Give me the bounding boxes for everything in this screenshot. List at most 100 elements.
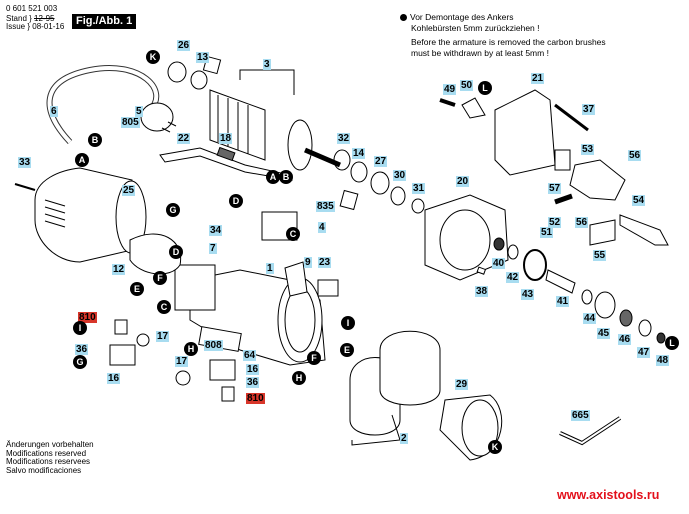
bearing-14	[350, 161, 368, 183]
gear-43	[523, 249, 547, 281]
plug	[140, 102, 177, 133]
shaft-41	[545, 269, 576, 294]
brush-holder-12	[129, 233, 182, 275]
part-label-64: 64	[243, 350, 257, 361]
bearing-13	[190, 70, 208, 90]
ref-marker-a: A	[75, 153, 89, 167]
part-label-16: 16	[107, 373, 121, 384]
part-label-2: 2	[400, 433, 408, 444]
part-label-3: 3	[263, 59, 271, 70]
part-label-49: 49	[443, 84, 457, 95]
ref-marker-g: G	[166, 203, 180, 217]
part-label-665: 665	[571, 410, 590, 421]
part-label-835: 835	[316, 201, 335, 212]
part-label-50: 50	[460, 80, 474, 91]
part-label-18: 18	[219, 133, 233, 144]
ref-marker-f: F	[153, 271, 167, 285]
part-label-23: 23	[318, 257, 332, 268]
ref-marker-l: L	[478, 81, 492, 95]
part-label-36: 36	[75, 344, 89, 355]
part-label-47: 47	[637, 347, 651, 358]
part-label-45: 45	[597, 328, 611, 339]
part-label-53: 53	[581, 144, 595, 155]
part-label-810: 810	[78, 312, 97, 323]
screw-37	[554, 103, 589, 132]
part-label-32: 32	[337, 133, 351, 144]
part-label-805: 805	[121, 117, 140, 128]
part-label-17: 17	[156, 331, 170, 342]
part-label-57: 57	[548, 183, 562, 194]
part-label-13: 13	[196, 52, 210, 63]
figure-label: Fig./Abb. 1	[72, 14, 137, 29]
part-label-29: 29	[455, 379, 469, 390]
part-label-1: 1	[266, 263, 274, 274]
part-label-52: 52	[548, 217, 562, 228]
ref-marker-h: H	[184, 342, 198, 356]
ref-marker-i: I	[73, 321, 87, 335]
part-label-25: 25	[122, 185, 136, 196]
notice-en-line2: must be withdrawn by at least 5mm !	[411, 48, 549, 58]
part-label-38: 38	[475, 286, 489, 297]
spring-17-right	[175, 370, 191, 386]
carbon-brush-810-right	[221, 386, 235, 402]
part-label-12: 12	[112, 264, 126, 275]
part-label-30: 30	[393, 170, 407, 181]
ref-marker-a: A	[266, 170, 280, 184]
ref-marker-g: G	[73, 355, 87, 369]
issue-value: 08-01-16	[32, 22, 65, 31]
part-label-16: 16	[246, 364, 260, 375]
part-label-56: 56	[628, 150, 642, 161]
part-label-56: 56	[575, 217, 589, 228]
screw-49	[439, 98, 456, 107]
ref-marker-h: H	[292, 371, 306, 385]
washer-44	[581, 289, 593, 305]
bearing-46	[619, 309, 633, 327]
part-label-44: 44	[583, 313, 597, 324]
ref-marker-k: K	[488, 440, 502, 454]
part-label-6: 6	[50, 106, 58, 117]
ref-marker-e: E	[130, 282, 144, 296]
ring-32	[333, 149, 351, 171]
gear-housing-20	[424, 194, 509, 281]
part-label-37: 37	[582, 104, 596, 115]
part-label-51: 51	[540, 227, 554, 238]
note-en: Modifications reserved	[6, 448, 87, 458]
lever-53	[569, 159, 626, 201]
document-number: 0 601 521 003	[6, 4, 58, 13]
part-label-34: 34	[209, 225, 223, 236]
bracket-55	[589, 219, 616, 246]
ring-31	[411, 198, 425, 214]
stand-line: Stand } 12-95	[6, 14, 55, 23]
part-label-20: 20	[456, 176, 470, 187]
pin-38	[476, 266, 487, 275]
ref-marker-l: L	[665, 336, 679, 350]
lock-57	[554, 149, 571, 171]
ref-marker-e: E	[340, 343, 354, 357]
website-link[interactable]: www.axistools.ru	[557, 488, 660, 502]
note-es: Salvo modificaciones	[6, 465, 82, 475]
part-label-48: 48	[656, 355, 670, 366]
notice-de-line2: Kohlebürsten 5mm zurückziehen !	[411, 23, 540, 33]
washer-47	[638, 319, 652, 337]
ref-marker-k: K	[146, 50, 160, 64]
washer-42	[507, 244, 519, 260]
part-label-54: 54	[632, 195, 646, 206]
part-label-808: 808	[204, 340, 223, 351]
ref-marker-c: C	[157, 300, 171, 314]
note-fr: Modifications reservees	[6, 457, 91, 467]
bearing-45	[594, 291, 616, 319]
bearing-26	[167, 61, 187, 83]
part-label-36: 36	[246, 377, 260, 388]
bearing-40	[493, 237, 505, 251]
bracket-50	[461, 97, 486, 119]
bullet-icon	[400, 14, 407, 21]
hex-key-665	[559, 416, 622, 446]
part-label-7: 7	[209, 243, 217, 254]
brush-holder-small	[339, 189, 359, 211]
carbon-brush-810-left	[114, 319, 128, 335]
pin-52	[554, 193, 573, 205]
part-label-41: 41	[556, 296, 570, 307]
part-label-43: 43	[521, 289, 535, 300]
nut-48	[656, 332, 666, 344]
brush-holder-16-right	[209, 359, 236, 381]
